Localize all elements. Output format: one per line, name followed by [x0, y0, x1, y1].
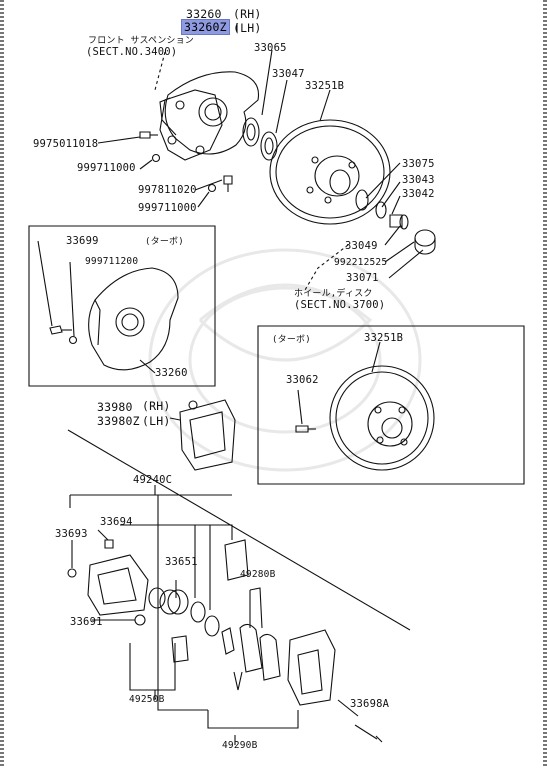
watermark-seal [150, 250, 420, 470]
part-33693[interactable]: 33693 [55, 528, 88, 540]
part-999711000-a[interactable]: 999711000 [77, 162, 136, 174]
part-33251b-box[interactable]: 33251B [364, 332, 404, 344]
mount-bolt-33698a [355, 725, 382, 742]
highlight-badge: 33260Z [181, 19, 230, 35]
part-49240c[interactable]: 49240C [133, 474, 173, 486]
anti-squeal-shim [222, 628, 234, 654]
part-33260-box[interactable]: 33260 [155, 367, 188, 379]
part-9975011018[interactable]: 9975011018 [33, 138, 99, 150]
turbo-bolt-33699 [50, 326, 72, 334]
turbo-tag-right: (ターボ) [272, 335, 311, 345]
turbo-rotor-inset-box [258, 326, 524, 484]
pad-kit-49250b [172, 636, 188, 662]
part-33694[interactable]: 33694 [100, 516, 133, 528]
part-49280b[interactable]: 49280B [240, 569, 276, 580]
oil-seal-33065 [243, 118, 259, 146]
leader-lines-upper [98, 23, 423, 290]
part-33698a[interactable]: 33698A [350, 698, 390, 710]
brake-rotor-top [270, 120, 390, 224]
part-33980[interactable]: 33980 [97, 400, 133, 414]
left-scan-edge [0, 0, 4, 768]
part-33651[interactable]: 33651 [165, 556, 198, 568]
part-33047[interactable]: 33047 [272, 68, 305, 80]
lh-tag-33260z: (LH) [233, 21, 262, 35]
rh-tag-33980: (RH) [142, 399, 171, 413]
part-999711200[interactable]: 999711200 [85, 256, 139, 267]
section-ref-3700[interactable]: (SECT.NO.3700) [294, 299, 386, 311]
part-33260z-highlight[interactable]: 33260Z [181, 19, 230, 35]
retaining-ring [205, 616, 219, 636]
part-33043[interactable]: 33043 [402, 174, 435, 186]
dust-shield-turbo [89, 268, 178, 370]
front-suspension-kana: フロント サスペンション [88, 36, 195, 46]
part-49250b[interactable]: 49250B [129, 694, 165, 705]
pad-clip [234, 672, 242, 690]
pad-kit-upper [225, 540, 248, 580]
right-scan-edge [543, 0, 547, 768]
washer-999711000-a [153, 155, 160, 162]
part-999711000-b[interactable]: 999711000 [138, 202, 197, 214]
hub-parts [356, 190, 435, 254]
part-992212525[interactable]: 992212525 [334, 257, 388, 268]
leader-33980 [170, 418, 180, 420]
turbo-shield-inset-box [29, 226, 215, 386]
bearing-33047 [261, 132, 277, 160]
part-33691[interactable]: 33691 [70, 616, 103, 628]
part-33071[interactable]: 33071 [346, 272, 379, 284]
section-divider-line [68, 430, 410, 630]
part-33049[interactable]: 33049 [345, 240, 378, 252]
caliper-mount-bracket [288, 630, 335, 705]
turbo-tag-left: (ターボ) [145, 237, 184, 247]
piston-seal-ring [149, 588, 165, 608]
cap-33693 [68, 569, 76, 577]
part-997811020[interactable]: 997811020 [138, 184, 197, 196]
boot-ring [191, 602, 205, 622]
part-33260[interactable]: 33260 [186, 7, 222, 21]
piston-33651 [160, 590, 188, 614]
piston-seal-33691 [135, 615, 145, 625]
part-33042[interactable]: 33042 [402, 188, 435, 200]
part-33075[interactable]: 33075 [402, 158, 435, 170]
part-33699[interactable]: 33699 [66, 235, 99, 247]
washer-999711000-b [209, 185, 216, 192]
lh-tag-33980z: (LH) [142, 414, 171, 428]
brake-pads-49280b [240, 624, 280, 680]
steering-knuckle-bracket [160, 90, 222, 160]
part-33980z[interactable]: 33980Z [97, 414, 140, 428]
bleeder-33694 [105, 540, 113, 548]
caliper-body-lower [88, 555, 148, 615]
part-49290b[interactable]: 49290B [222, 740, 258, 751]
dust-shield-top [160, 72, 259, 154]
shield-bolt-9975011018 [140, 132, 158, 138]
section-ref-3400[interactable]: (SECT.NO.3400) [86, 46, 178, 58]
bolt-997811020 [224, 176, 232, 192]
leader-lines-lower [70, 485, 358, 745]
turbo-washer-999711200 [70, 337, 77, 344]
brake-rotor-turbo [330, 366, 434, 470]
leader-lines-right-box [298, 342, 380, 424]
part-33062[interactable]: 33062 [286, 374, 319, 386]
rotor-screw-33062 [296, 426, 316, 432]
rh-tag-33260: (RH) [233, 7, 262, 21]
brake-caliper-assembly [180, 400, 235, 470]
part-33065[interactable]: 33065 [254, 42, 287, 54]
wheel-disc-kana: ホイール,ディスク [294, 289, 373, 299]
leader-lines-left-box [38, 241, 155, 373]
part-33251b-top[interactable]: 33251B [305, 80, 345, 92]
